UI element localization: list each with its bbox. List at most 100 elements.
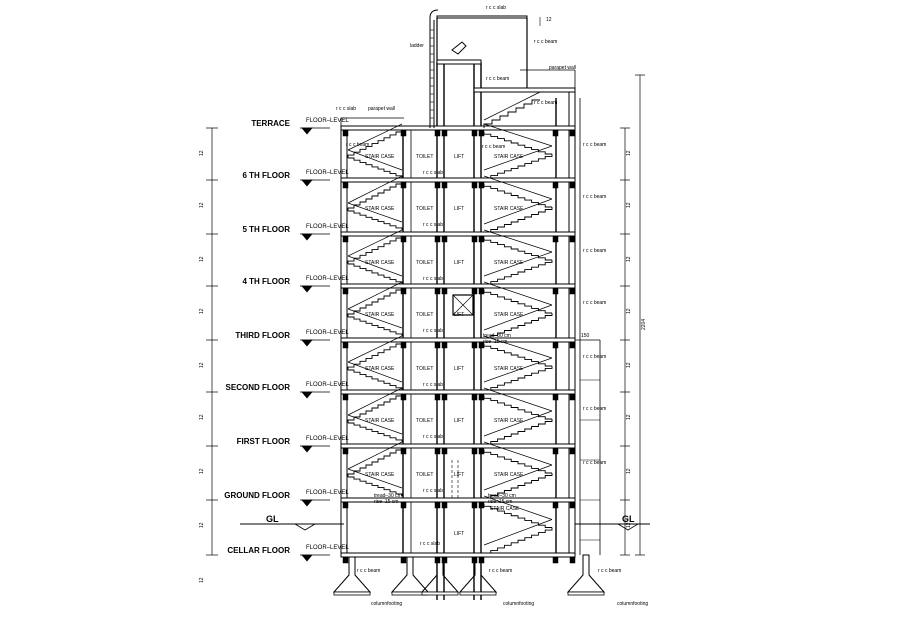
lift-label-1: LIFT [454,206,464,212]
beam-7-4 [471,501,478,509]
left-stair-up-0 [348,157,403,178]
tread-label-right: tread–30 cm [483,333,511,339]
beam-2-5 [478,235,485,243]
left-stair-up-3-handrail [347,308,403,329]
left-stair-down-0-handrail [347,123,403,151]
footing-pad-0 [333,591,371,596]
foundation-rcc-beam-label-left: r c c beam [357,568,380,574]
stair-case-right-label-2: STAIR CASE [494,260,524,266]
beam-0-4 [471,129,478,137]
rcc-beam-right-label-5: r c c beam [583,406,606,412]
level-triangle-5 [301,391,313,399]
toilet-label-2: TOILET [416,260,433,266]
beam-3-2 [434,287,441,295]
beam-6-5 [478,447,485,455]
toilet-label-1: TOILET [416,206,433,212]
stair-case-left-label-0: STAIR CASE [365,154,395,160]
beam-2-2 [434,235,441,243]
beam-4-2 [434,341,441,349]
left-height-label-8: 12 [199,577,205,583]
left-height-label-3: 12 [199,308,205,314]
left-height-label-6: 12 [199,468,205,474]
lift-label-0: LIFT [454,154,464,160]
left-height-label-5: 12 [199,414,205,420]
left-stair-up-2 [348,263,403,284]
rcc-beam-right-label-0: r c c beam [583,142,606,148]
beam-3-6 [552,287,559,295]
rcc-slab-label-2: r c c slab [423,276,443,282]
foundation-rcc-beam-label-right: r c c beam [598,568,621,574]
right-stair-head [483,99,540,128]
beam-5-3 [441,393,448,401]
footing-pad-4 [567,591,605,596]
floor-slab-0 [340,125,576,131]
beam-0-0 [342,129,349,137]
footing-pad-2 [421,591,459,596]
column-footing-label-1: columnfooting [371,601,402,607]
left-stair-up-1-handrail [347,202,403,223]
terrace-rcc-slab-label: r c c slab [336,106,356,112]
beam-1-4 [471,181,478,189]
left-stair-up-3 [348,316,403,336]
beam-5-6 [552,393,559,401]
beam-7-5 [478,501,485,509]
floor-level-label-4: FLOOR–LEVEL [306,330,349,336]
beam-3-3 [441,287,448,295]
right-stair-b-3-handrail [483,304,553,331]
ladder-label: ladder [410,43,424,49]
right-stair-b-5 [484,419,553,445]
plinth-beam [340,552,576,558]
left-height-label-2: 12 [199,256,205,262]
beam-8-0 [342,556,349,564]
column-footing-label-3: columnfooting [617,601,648,607]
left-stair-up-1 [348,210,403,230]
third-floor-label: THIRD FLOOR [235,331,290,340]
stair-case-right-label-4: STAIR CASE [494,366,524,372]
rcc-beam-right-label-2: r c c beam [583,248,606,254]
footing-pad-3 [459,591,497,596]
stair-case-left-label-2: STAIR CASE [365,260,395,266]
beam-0-2 [434,129,441,137]
lift-label-4: LIFT [454,366,464,372]
beam-7-1 [400,501,407,509]
parapet-wall-label-right: parapet wall [549,65,576,71]
floor-level-label-5: FLOOR–LEVEL [306,382,349,388]
left-height-label-7: 12 [199,522,205,528]
lift-label-5: LIFT [454,418,464,424]
floor-level-label-1: FLOOR–LEVEL [306,170,349,176]
5th-floor-label: 5 TH FLOOR [242,225,290,234]
floor-level-label-6: FLOOR–LEVEL [306,436,349,442]
right-height-label-2: 12 [626,256,632,262]
stair-head-slab [473,87,576,93]
left-stair-up-0-handrail [347,149,403,171]
tread-label-left: tread–30 cm [374,493,402,499]
plinth-dimension-label: 150 [581,333,590,339]
beam-3-7 [569,287,576,295]
beam-7-2 [434,501,441,509]
column-footing-label-2: columnfooting [503,601,534,607]
left-stair-down-1 [347,183,402,211]
stair-case-right-label-1: STAIR CASE [494,206,524,212]
right-stair-b-4 [484,366,553,391]
left-stair-down-0 [347,131,402,158]
right-stair-b-5-handrail [483,410,553,437]
beam-4-3 [441,341,448,349]
floor-slab-4 [340,337,576,343]
right-stair-b-0-handrail [483,145,553,171]
beam-6-7 [569,447,576,455]
beam-4-4 [471,341,478,349]
beam-3-5 [478,287,485,295]
level-triangle-8 [301,554,313,562]
left-stair-down-5 [347,395,402,423]
rcc-slab-label-1: r c c slab [423,222,443,228]
rise-label-right: rise–15 cm [483,339,507,345]
lift-sheave [451,41,467,55]
beam-1-2 [434,181,441,189]
beam-1-0 [342,181,349,189]
left-stair-down-6-handrail [347,441,403,470]
terrace-label: TERRACE [251,119,290,128]
right-height-label-6: 12 [626,468,632,474]
rcc-beam-right-label-1: r c c beam [583,194,606,200]
level-triangle-1 [301,179,313,187]
